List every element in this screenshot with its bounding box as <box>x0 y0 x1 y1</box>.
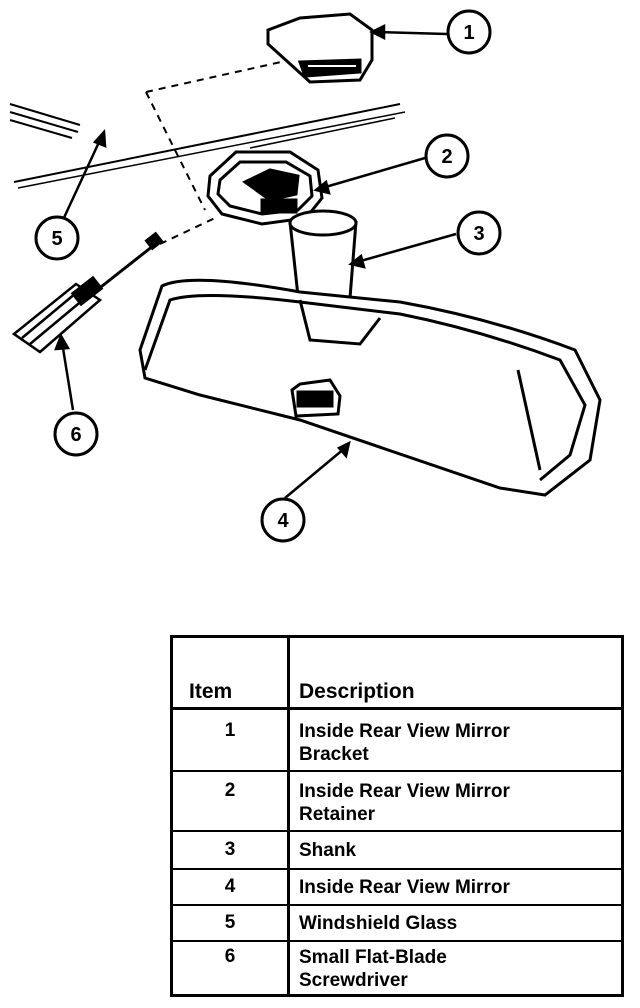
callout-2-label: 2 <box>441 146 452 168</box>
table-header: Item Description <box>173 638 621 710</box>
table-row: 5 Windshield Glass <box>173 906 621 942</box>
callout-2: 2 <box>424 133 470 179</box>
table-row: 3 Shank <box>173 832 621 870</box>
alignment-lines <box>145 59 291 245</box>
callout-3-label: 3 <box>473 223 484 245</box>
row-item: 3 <box>224 839 236 860</box>
windshield-glass <box>9 103 406 189</box>
row-description: Windshield Glass <box>299 913 458 934</box>
row-item: 6 <box>224 946 236 967</box>
callout-6: 6 <box>53 411 99 457</box>
row-item: 2 <box>224 780 236 801</box>
callout-5-label: 5 <box>51 228 62 250</box>
callout-4: 4 <box>260 497 306 543</box>
header-description: Description <box>299 680 415 703</box>
mirror-retainer <box>206 150 324 226</box>
callout-1-label: 1 <box>463 22 474 44</box>
header-item: Item <box>189 680 233 703</box>
callout-5: 5 <box>34 215 80 261</box>
row-item: 1 <box>224 720 236 741</box>
mirror-bracket <box>266 12 374 84</box>
callout-6-label: 6 <box>70 424 81 446</box>
mirror-removal-diagram: 1 2 3 4 5 6 <box>9 9 602 543</box>
row-item: 5 <box>224 912 236 933</box>
callout-4-label: 4 <box>277 510 289 532</box>
table-row: 4 Inside Rear View Mirror <box>173 870 621 906</box>
parts-table: Item Description 1 Inside Rear View Mirr… <box>170 635 624 997</box>
inside-rear-view-mirror <box>138 278 602 497</box>
row-description: Inside Rear View Mirror <box>299 877 510 898</box>
callout-leaders <box>54 23 457 499</box>
flat-blade-screwdriver <box>11 231 164 354</box>
callout-3: 3 <box>456 210 502 256</box>
table-column-divider <box>287 638 290 994</box>
callout-1: 1 <box>446 9 492 55</box>
row-item: 4 <box>224 876 236 897</box>
row-description: Shank <box>299 840 357 861</box>
